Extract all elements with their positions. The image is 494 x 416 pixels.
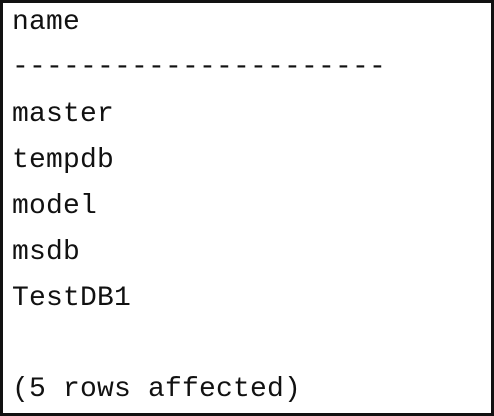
header-separator: ---------------------- (12, 52, 387, 83)
result-row: model (12, 191, 98, 222)
column-header-name: name (12, 7, 81, 38)
result-row: master (12, 99, 115, 130)
result-row: TestDB1 (12, 283, 132, 314)
rows-affected-message: (5 rows affected) (12, 374, 302, 405)
result-row: msdb (12, 237, 81, 268)
result-row: tempdb (12, 145, 115, 176)
